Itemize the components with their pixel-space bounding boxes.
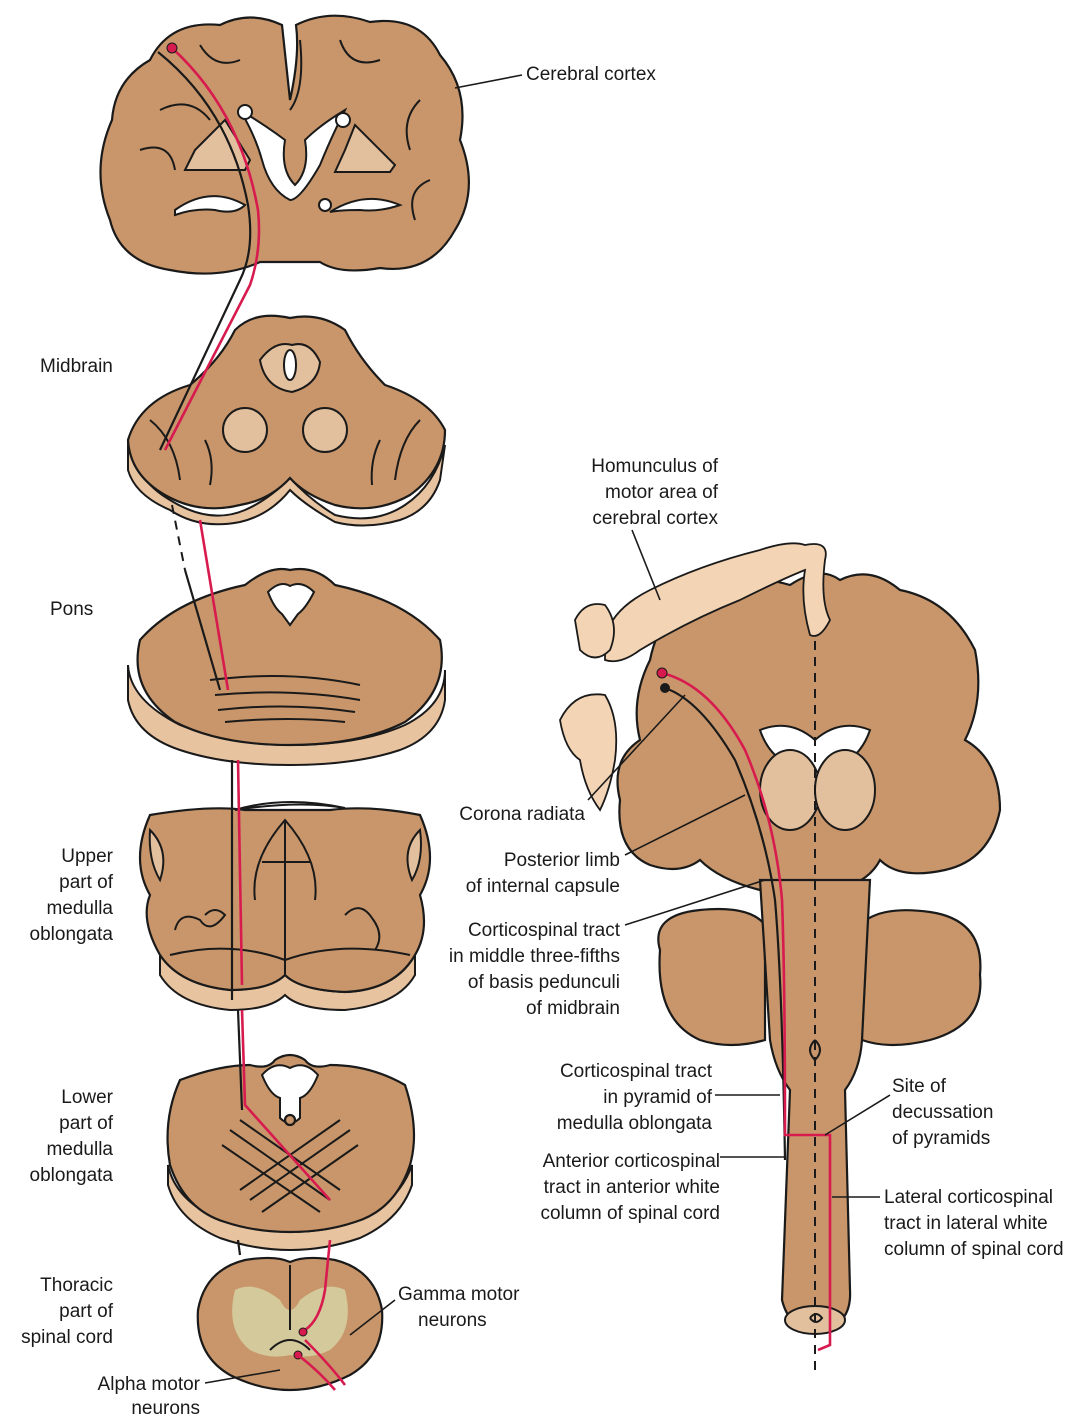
label-cst-pyramid-2: in pyramid of xyxy=(603,1087,712,1108)
label-lower-medulla-3: medulla xyxy=(46,1139,113,1160)
label-thoracic-1: Thoracic xyxy=(40,1275,113,1296)
label-homunculus-2: motor area of xyxy=(605,482,719,503)
label-lateral-tract-3: column of spinal cord xyxy=(884,1239,1064,1260)
label-cst-midbrain-3: of basis pedunculi xyxy=(468,972,620,993)
label-upper-medulla-1: Upper xyxy=(61,846,113,867)
label-anterior-tract-2: tract in anterior white xyxy=(544,1177,720,1198)
thoracic-cord-section xyxy=(198,1258,382,1390)
label-cst-pyramid-3: medulla oblongata xyxy=(557,1113,713,1134)
label-lateral-tract-2: tract in lateral white xyxy=(884,1213,1048,1234)
cerebral-cortex-section xyxy=(100,16,468,274)
upper-medulla-section xyxy=(140,802,430,1010)
label-pons: Pons xyxy=(50,599,93,620)
label-thoracic-3: spinal cord xyxy=(21,1327,113,1348)
label-decussation-3: of pyramids xyxy=(892,1128,990,1149)
label-lower-medulla-4: oblongata xyxy=(30,1165,114,1186)
midbrain-section xyxy=(128,316,445,526)
label-posterior-limb-2: of internal capsule xyxy=(466,876,620,897)
label-cst-pyramid-1: Corticospinal tract xyxy=(560,1061,713,1082)
label-upper-medulla-3: medulla xyxy=(46,898,113,919)
label-homunculus-3: cerebral cortex xyxy=(592,508,718,529)
label-upper-medulla-4: oblongata xyxy=(30,924,114,945)
label-alpha-2: neurons xyxy=(131,1398,200,1418)
label-decussation-1: Site of xyxy=(892,1076,947,1097)
label-gamma-1: Gamma motor xyxy=(398,1284,520,1305)
label-corona-radiata: Corona radiata xyxy=(459,804,585,825)
lower-medulla-section xyxy=(168,1055,414,1250)
label-posterior-limb-1: Posterior limb xyxy=(504,850,620,871)
label-cst-midbrain-1: Corticospinal tract xyxy=(468,920,621,941)
label-decussation-2: decussation xyxy=(892,1102,993,1123)
pons-section xyxy=(128,569,445,765)
label-anterior-tract-1: Anterior corticospinal xyxy=(543,1151,720,1172)
label-anterior-tract-3: column of spinal cord xyxy=(540,1203,720,1224)
label-lower-medulla-1: Lower xyxy=(61,1087,113,1108)
label-homunculus-1: Homunculus of xyxy=(591,456,718,477)
label-lateral-tract-1: Lateral corticospinal xyxy=(884,1187,1053,1208)
label-alpha-1: Alpha motor xyxy=(98,1374,201,1395)
label-gamma-2: neurons xyxy=(418,1310,487,1331)
label-midbrain: Midbrain xyxy=(40,356,113,377)
label-lower-medulla-2: part of xyxy=(59,1113,114,1134)
label-cerebral-cortex: Cerebral cortex xyxy=(526,64,656,85)
label-cst-midbrain-2: in middle three-fifths xyxy=(449,946,620,967)
label-cst-midbrain-4: of midbrain xyxy=(526,998,620,1019)
label-upper-medulla-2: part of xyxy=(59,872,114,893)
label-thoracic-2: part of xyxy=(59,1301,114,1322)
